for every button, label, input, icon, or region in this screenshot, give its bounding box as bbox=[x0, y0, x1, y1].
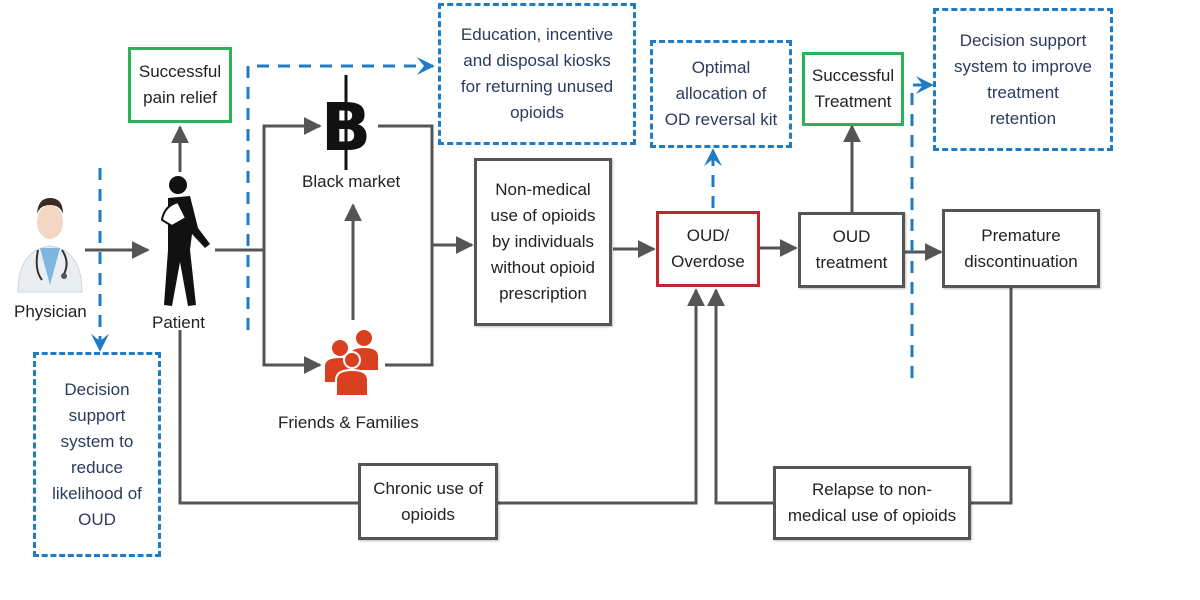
patient-icon bbox=[160, 176, 210, 306]
friends-families-label: Friends & Families bbox=[278, 413, 419, 432]
black-market-icon: B bbox=[321, 75, 371, 170]
education-kiosks-box: Education, incentive and disposal kiosks… bbox=[438, 3, 636, 145]
physician-label: Physician bbox=[14, 302, 87, 321]
edge-to-friends bbox=[262, 250, 322, 374]
friends-families-icon bbox=[325, 330, 378, 397]
dss-treatment-retention-box: Decision support system to improve treat… bbox=[933, 8, 1113, 151]
successful-treatment-node: Successful Treatment bbox=[802, 52, 904, 126]
physician-icon bbox=[17, 198, 83, 293]
oud-overdose-node: OUD/ Overdose bbox=[656, 211, 760, 287]
premature-discontinuation-node: Premature discontinuation bbox=[942, 209, 1100, 288]
edge-chronic-oud bbox=[498, 288, 705, 505]
chronic-use-node: Chronic use of opioids bbox=[358, 463, 498, 540]
successful-pain-relief-node: Successful pain relief bbox=[128, 47, 232, 123]
black-market-label: Black market bbox=[302, 172, 401, 191]
oud-treatment-node: OUD treatment bbox=[798, 212, 905, 288]
edge-relapse-oud bbox=[707, 288, 775, 505]
edge-premature-relapse bbox=[970, 288, 1013, 505]
edge-black-market-merge bbox=[378, 124, 434, 367]
dss-reduce-oud-box: Decision support system to reduce likeli… bbox=[33, 352, 161, 557]
edge-to-black-market bbox=[262, 117, 322, 250]
svg-text:B: B bbox=[321, 89, 371, 166]
od-reversal-kit-box: Optimal allocation of OD reversal kit bbox=[650, 40, 792, 148]
intervention-line-retention bbox=[910, 76, 934, 378]
edge-patient-chronic bbox=[178, 330, 372, 505]
non-medical-use-node: Non-medical use of opioids by individual… bbox=[474, 158, 612, 326]
relapse-node: Relapse to non- medical use of opioids bbox=[773, 466, 971, 540]
intervention-line-kiosks bbox=[246, 57, 435, 330]
patient-label: Patient bbox=[152, 313, 205, 332]
